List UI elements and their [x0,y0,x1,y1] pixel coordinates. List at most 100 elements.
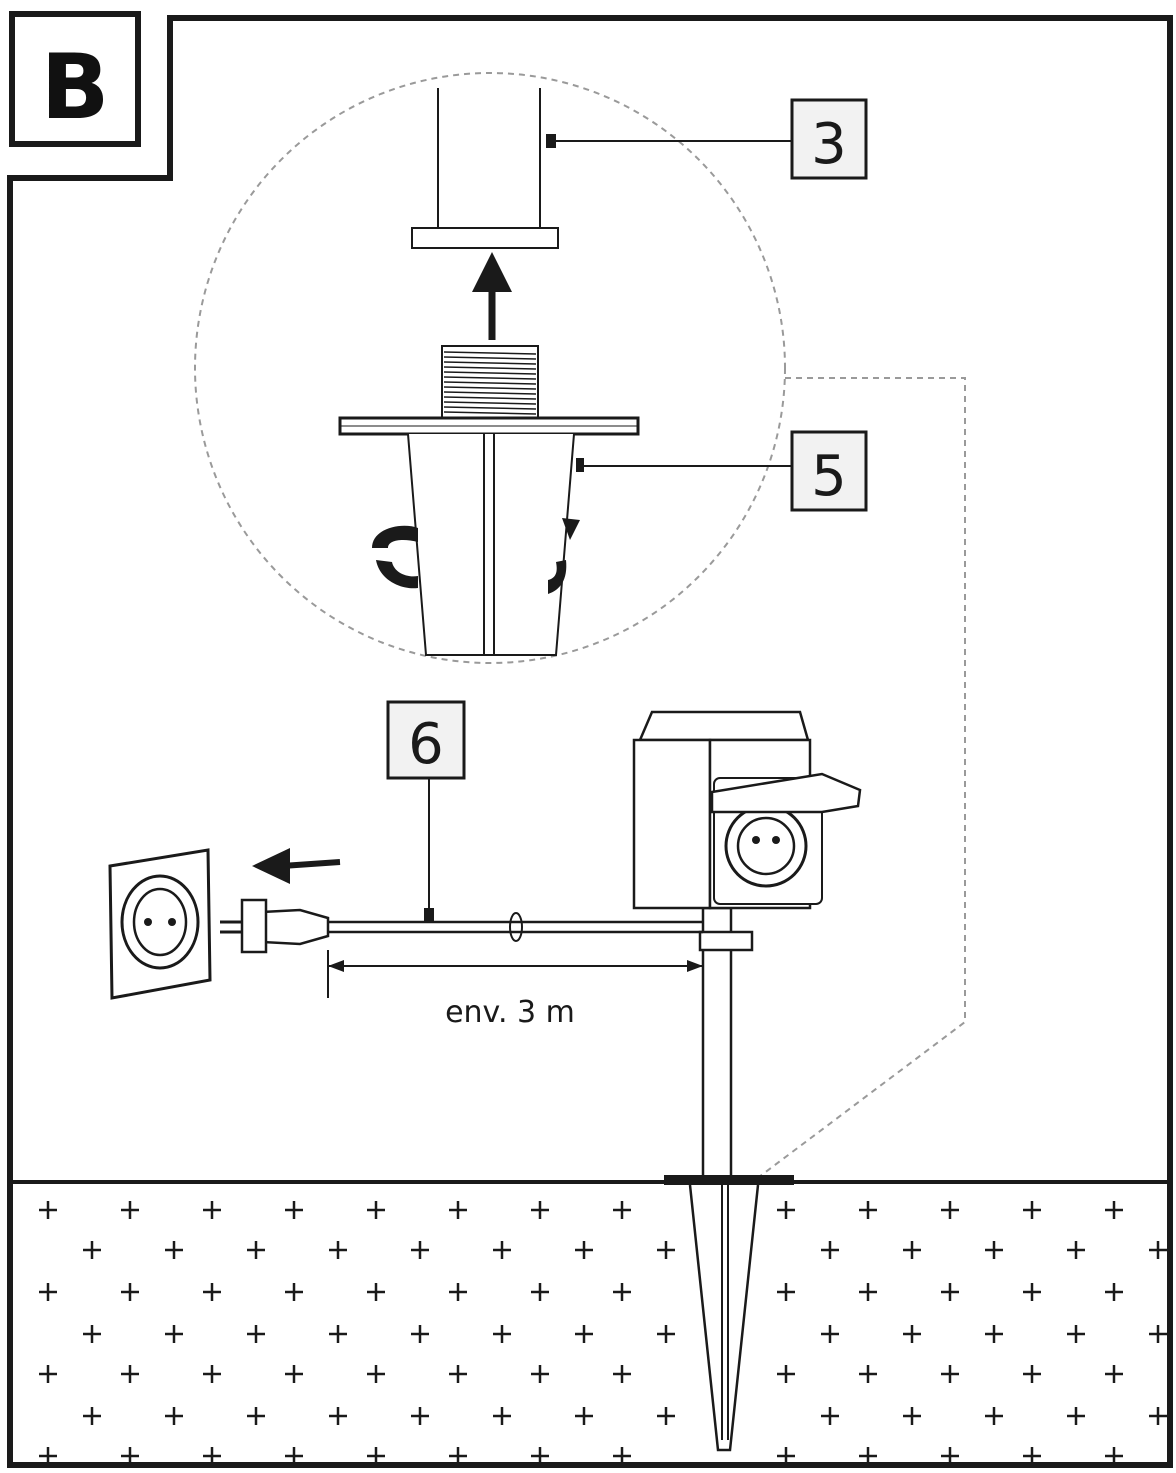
soil-cross-icon [657,1325,675,1343]
soil-cross-icon [613,1365,631,1383]
soil-cross-icon [1149,1325,1167,1343]
soil-cross-icon [903,1325,921,1343]
soil-cross-icon [367,1365,385,1383]
dimension-label: env. 3 m [445,995,575,1030]
soil-cross-icon [285,1365,303,1383]
soil-cross-icon [985,1325,1003,1343]
soil-cross-icon [1023,1201,1041,1219]
soil-cross-icon [121,1201,139,1219]
soil-cross-icon [411,1407,429,1425]
soil-cross-icon [903,1241,921,1259]
soil-cross-icon [165,1407,183,1425]
soil-cross-icon [285,1201,303,1219]
soil-cross-icon [121,1283,139,1301]
soil-cross-icon [39,1201,57,1219]
soil-cross-icon [531,1365,549,1383]
up-arrow-icon [472,252,512,340]
callout-6: 6 [386,700,466,908]
soil-cross-icon [83,1241,101,1259]
cable-length-dimension: env. 3 m [327,950,703,1030]
soil-cross-icon [777,1283,795,1301]
soil-cross-icon [329,1241,347,1259]
soil-cross-icon [449,1283,467,1301]
callout-5-number: 5 [811,444,847,509]
soil-cross-icon [575,1325,593,1343]
soil-cross-icon [121,1447,139,1465]
soil-cross-icon [1067,1241,1085,1259]
soil-cross-icon [821,1241,839,1259]
soil-cross-icon [941,1447,959,1465]
soil-cross-icon [285,1447,303,1465]
wall-socket [108,848,212,1000]
soil-cross-icon [777,1201,795,1219]
soil-cross-icon [367,1201,385,1219]
soil-cross-icon [859,1283,877,1301]
soil-cross-icon [821,1325,839,1343]
soil-cross-icon [941,1365,959,1383]
soil-cross-icon [1023,1447,1041,1465]
soil-cross-icons [39,1201,1167,1465]
soil-cross-icon [1067,1407,1085,1425]
soil-cross-icon [493,1325,511,1343]
soil-cross-icon [83,1407,101,1425]
ground-spike-top-detail [338,345,640,656]
garden-socket-assembly [632,710,862,1452]
callout-3: 3 [546,98,868,180]
detail-leader-dashed [754,377,966,1181]
soil-cross-icon [1149,1241,1167,1259]
soil-cross-icon [367,1283,385,1301]
soil-cross-icon [1105,1365,1123,1383]
left-arrow-icon [252,848,341,884]
soil-cross-icon [821,1407,839,1425]
soil-cross-icon [203,1365,221,1383]
soil-cross-icon [941,1201,959,1219]
soil-cross-icon [859,1365,877,1383]
soil-cross-icon [531,1201,549,1219]
soil-cross-icon [941,1283,959,1301]
power-cable [328,908,703,942]
soil-cross-icon [449,1365,467,1383]
soil-cross-icon [449,1201,467,1219]
soil-cross-icon [329,1325,347,1343]
soil-cross-icon [493,1407,511,1425]
soil [12,1180,1168,1465]
soil-cross-icon [83,1325,101,1343]
soil-cross-icon [493,1241,511,1259]
soil-cross-icon [859,1447,877,1465]
soil-cross-icon [613,1283,631,1301]
soil-cross-icon [1105,1447,1123,1465]
soil-cross-icon [985,1241,1003,1259]
soil-cross-icon [411,1241,429,1259]
soil-cross-icon [203,1447,221,1465]
soil-cross-icon [411,1325,429,1343]
soil-cross-icon [285,1283,303,1301]
soil-cross-icon [575,1241,593,1259]
soil-cross-icon [531,1447,549,1465]
soil-cross-icon [165,1241,183,1259]
soil-cross-icon [203,1283,221,1301]
soil-cross-icon [121,1365,139,1383]
lamp-post-detail [411,88,559,249]
soil-cross-icon [39,1447,57,1465]
soil-cross-icon [657,1241,675,1259]
panel-letter: B [41,35,110,140]
callout-3-number: 3 [811,112,847,177]
soil-cross-icon [1105,1201,1123,1219]
soil-cross-icon [1023,1365,1041,1383]
diagram-frame [7,15,1173,1468]
soil-cross-icon [1067,1325,1085,1343]
soil-cross-icon [531,1283,549,1301]
soil-cross-icon [985,1407,1003,1425]
callout-5: 5 [584,430,868,512]
soil-cross-icon [1023,1283,1041,1301]
soil-cross-icon [1105,1283,1123,1301]
soil-cross-icon [367,1447,385,1465]
soil-cross-icon [1149,1407,1167,1425]
plug [220,898,330,954]
soil-cross-icon [329,1407,347,1425]
soil-cross-icon [203,1201,221,1219]
soil-cross-icon [777,1447,795,1465]
soil-cross-icon [39,1365,57,1383]
soil-cross-icon [247,1241,265,1259]
